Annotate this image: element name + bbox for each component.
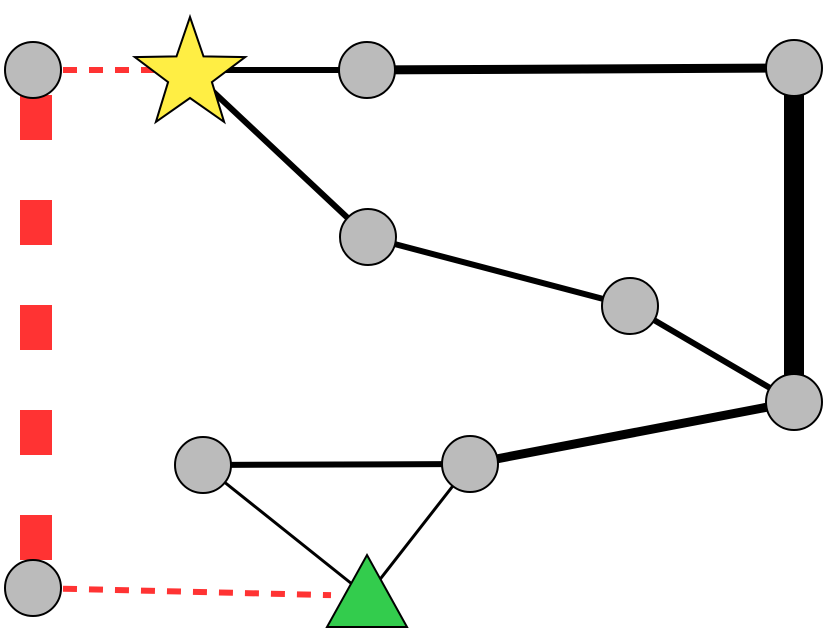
nodes-layer xyxy=(4,13,823,628)
edge-n-right-mid-n-right-low xyxy=(628,303,796,405)
node-circle-n-top-mid xyxy=(338,41,396,99)
edge-n-star-n-center xyxy=(187,67,371,240)
star-node-icon xyxy=(131,13,249,125)
node-circle-n-bottom-left xyxy=(4,559,62,617)
node-circle-n-top-right xyxy=(765,39,823,97)
node-circle-n-low-left xyxy=(174,436,232,494)
node-circle-n-center xyxy=(339,208,397,266)
node-circle-n-low-mid xyxy=(441,435,499,493)
edge-n-low-left-n-low-mid xyxy=(202,461,471,468)
edges-layer xyxy=(20,63,804,599)
edge-n-right-low-n-low-mid xyxy=(469,397,795,469)
node-circle-n-right-low xyxy=(765,373,823,431)
node-circle-n-top-left xyxy=(4,41,62,99)
triangle-node-icon xyxy=(325,552,409,628)
edge-n-low-left-n-triangle xyxy=(202,463,368,598)
edge-n-bottom-left-n-triangle xyxy=(62,585,332,599)
edge-n-top-mid-n-top-right xyxy=(366,63,795,75)
edge-n-center-n-right-mid xyxy=(367,234,631,309)
node-circle-n-right-mid xyxy=(601,277,659,335)
